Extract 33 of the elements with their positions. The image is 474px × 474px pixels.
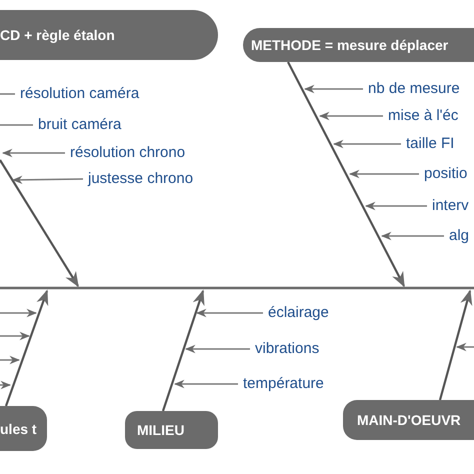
- cause-arrow: [380, 232, 444, 240]
- cause-label: éclairage: [268, 303, 329, 323]
- cause-label: vibrations: [255, 339, 320, 359]
- cause-label: mise à l'éc: [388, 106, 458, 126]
- bone-arrow: [438, 290, 472, 400]
- cause-label: alg: [449, 226, 470, 246]
- cause-arrow: [332, 140, 401, 148]
- cause-label: résolution caméra: [20, 84, 140, 104]
- cause-label: nb de mesure: [368, 79, 460, 99]
- cause-arrow: [318, 112, 383, 120]
- cause-arrow: [174, 380, 238, 388]
- cause-arrow: [364, 202, 427, 210]
- bone-arrow: [162, 290, 204, 412]
- cause-label: bruit caméra: [38, 115, 122, 135]
- cause-arrow: [196, 308, 263, 318]
- cause-arrow: [348, 170, 419, 178]
- cause-arrow: [12, 176, 84, 184]
- cause-label: interv: [432, 196, 469, 216]
- cause-arrow: [184, 344, 250, 354]
- category-box: CD + règle étalon: [0, 10, 218, 60]
- category-box: MAIN-D'OEUVR: [343, 400, 474, 440]
- cause-arrow: [2, 148, 65, 158]
- cause-label: positio: [424, 164, 468, 184]
- category-box: METHODE = mesure déplacer: [243, 28, 474, 62]
- cause-label: température: [243, 374, 324, 394]
- cause-label: taille FI: [406, 134, 454, 154]
- category-box: ules t: [0, 406, 47, 451]
- cause-arrow: [304, 84, 363, 94]
- bone-arrow: [4, 290, 48, 406]
- category-box: MILIEU: [125, 411, 218, 449]
- cause-label: justesse chrono: [88, 169, 194, 189]
- bone-arrow: [287, 62, 405, 288]
- cause-label: résolution chrono: [70, 143, 186, 163]
